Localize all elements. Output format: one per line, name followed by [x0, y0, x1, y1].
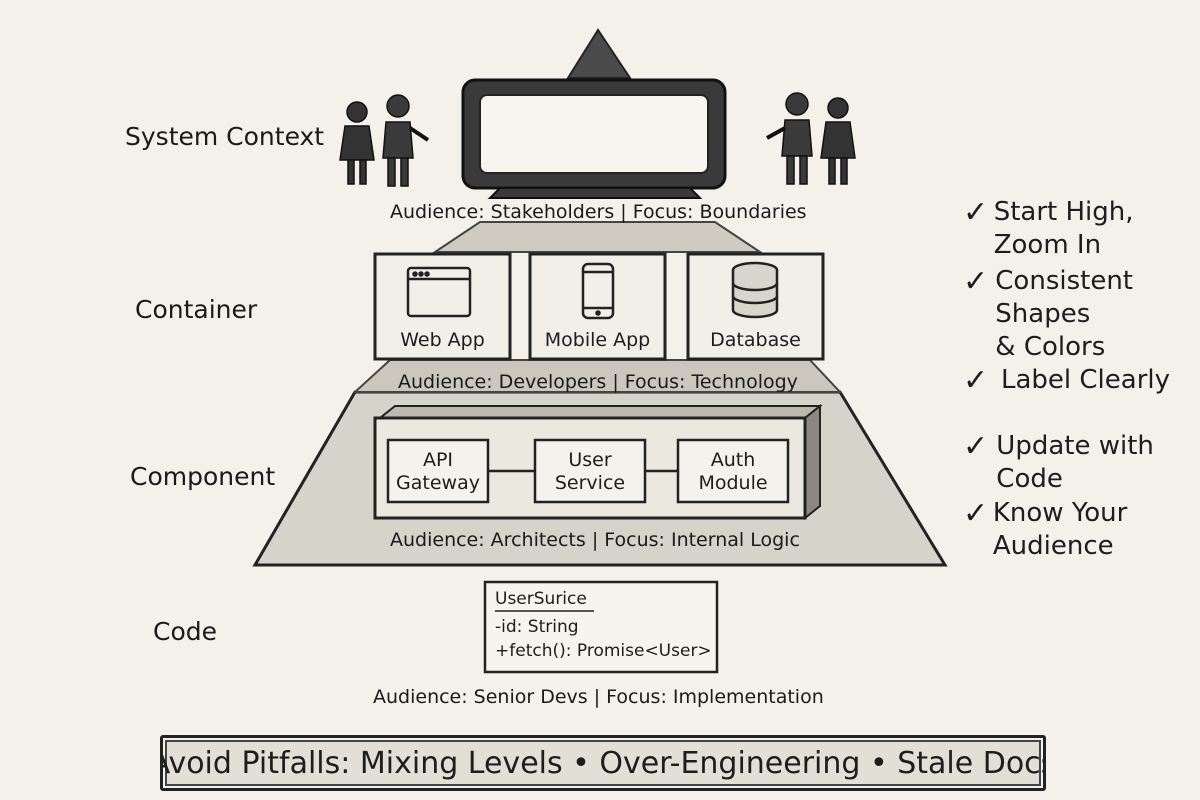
- audience-system-context: Audience: Stakeholders | Focus: Boundari…: [390, 201, 807, 223]
- api-gateway-label: API Gateway: [396, 449, 480, 494]
- database-icon: [731, 261, 779, 319]
- checklist-item-text: Start High, Zoom In: [993, 197, 1134, 260]
- person-icon: [766, 92, 813, 185]
- audience-component: Audience: Architects | Focus: Internal L…: [390, 529, 800, 551]
- browser-window-icon: [406, 266, 472, 318]
- code-class-box: [483, 580, 719, 674]
- audience-container: Audience: Developers | Focus: Technology: [398, 371, 798, 393]
- container-tier: [352, 359, 843, 393]
- checklist-item: ✓ Consistent Shapes & Colors: [963, 265, 1200, 364]
- checklist-item-text: Consistent Shapes & Colors: [995, 266, 1133, 362]
- user-service-label: User Service: [554, 449, 626, 494]
- user-service-box: [533, 438, 647, 504]
- checkmark-icon: ✓: [963, 264, 989, 299]
- smartphone-icon: [581, 262, 615, 320]
- person-icon: [382, 94, 430, 187]
- pyramid-apex: [566, 28, 632, 79]
- checkmark-icon: ✓: [963, 363, 989, 398]
- level-title-system-context: System Context: [125, 122, 325, 151]
- level-title-code: Code: [153, 617, 218, 646]
- web-app-box: [373, 252, 512, 361]
- checklist-item: ✓ Label Clearly: [963, 364, 1170, 397]
- checklist-item: ✓ Update with Code: [963, 430, 1200, 496]
- context-container-band: [431, 221, 764, 253]
- checklist-item-text: Label Clearly: [1001, 365, 1171, 395]
- checklist-item-text: Update with Code: [996, 431, 1154, 494]
- checklist-item: ✓ Start High, Zoom In: [963, 196, 1200, 262]
- mobile-app-label: Mobile App: [544, 329, 651, 351]
- checkmark-icon: ✓: [963, 195, 989, 230]
- component-block-top: [377, 405, 823, 419]
- checklist-item-text: Know Your Audience: [992, 498, 1128, 561]
- audience-code: Audience: Senior Devs | Focus: Implement…: [373, 686, 824, 708]
- auth-module-label: Auth Module: [698, 449, 768, 494]
- level-title-container: Container: [135, 295, 258, 324]
- system-context-screen: [479, 94, 709, 174]
- person-icon: [339, 101, 375, 185]
- component-block-side: [804, 403, 821, 521]
- checkmark-icon: ✓: [963, 496, 989, 531]
- person-icon: [820, 97, 856, 185]
- database-label: Database: [710, 329, 801, 351]
- checkmark-icon: ✓: [963, 429, 989, 464]
- class-member: -id: String: [495, 617, 579, 637]
- class-member: +fetch(): Promise<User>: [495, 641, 712, 661]
- api-gateway-box: [386, 438, 490, 504]
- level-title-component: Component: [130, 462, 276, 491]
- web-app-label: Web App: [400, 329, 485, 351]
- class-name: UserSurice: [495, 589, 587, 609]
- pitfalls-banner: Avoid Pitfalls: Mixing Levels • Over-Eng…: [160, 735, 1046, 791]
- checklist-item: ✓ Know Your Audience: [963, 497, 1200, 563]
- system-context-stand: [487, 187, 703, 199]
